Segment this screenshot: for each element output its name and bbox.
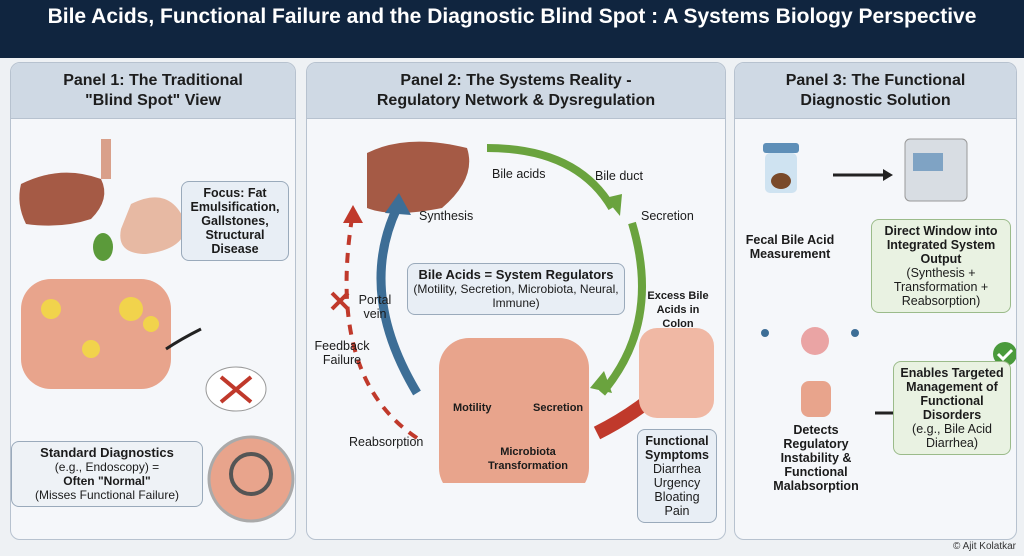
symptom-item: Urgency (653, 476, 701, 490)
regulators-list: (Motility, Secretion, Microbiota, Neural… (413, 282, 619, 310)
magnifier-icon (207, 435, 295, 523)
label-reabsorption: Reabsorption (349, 435, 424, 449)
diagnostics-result: Often "Normal" (63, 474, 151, 488)
intestine-icon (21, 279, 171, 389)
diagnostics-box: Standard Diagnostics (e.g., Endoscopy) =… (11, 441, 203, 507)
credit: © Ajit Kolatkar (953, 541, 1016, 552)
label-feedback-failure: Feedback Failure (314, 339, 370, 367)
stomach-icon (120, 197, 186, 254)
window-box: Direct Window into Integrated System Out… (871, 219, 1011, 313)
x-mark-icon (219, 375, 253, 404)
digestive-system-illustration (19, 139, 295, 523)
symptom-item: Bloating (654, 490, 700, 504)
label-motility: Motility (453, 402, 492, 414)
gallbladder-icon (93, 233, 113, 261)
focus-text: Focus: Fat Emulsification, Gallstones, S… (190, 186, 280, 256)
diagnostics-note: (Misses Functional Failure) (34, 488, 180, 502)
panel-1: Panel 1: The Traditional "Blind Spot" Vi… (10, 62, 296, 540)
liver-icon (19, 172, 105, 226)
symptom-item: Pain (664, 504, 690, 518)
panel-1-heading: Panel 1: The Traditional "Blind Spot" Vi… (11, 63, 295, 119)
portal-vein-arrow (376, 206, 421, 396)
brain-icon (801, 327, 829, 355)
colon-icon (639, 328, 714, 418)
diagnostics-title: Standard Diagnostics (40, 445, 174, 460)
network-icon (761, 329, 769, 337)
page-title: Bile Acids, Functional Failure and the D… (0, 0, 1024, 58)
label-detects: Detects Regulatory Instability & Functio… (773, 423, 859, 493)
x-mark-icon (330, 291, 350, 311)
label-fecal-measurement: Fecal Bile Acid Measurement (745, 233, 835, 261)
arrow-icon (165, 327, 202, 351)
enables-note: (e.g., Bile Acid Diarrhea) (912, 422, 992, 450)
intestine-icon (439, 338, 589, 483)
enables-title: Enables Targeted Management of Functiona… (900, 366, 1004, 422)
label-bile-acids: Bile acids (492, 167, 546, 181)
panel-3: Panel 3: The Functional Diagnostic Solut… (734, 62, 1017, 540)
feedback-failure-arrow (344, 217, 419, 440)
gut-icon (801, 381, 831, 417)
window-title: Direct Window into Integrated System Out… (884, 224, 998, 266)
label-gut-secretion: Secretion (533, 402, 584, 414)
label-excess-bile-acids: Excess Bile Acids in Colon (647, 290, 709, 330)
bile-duct-arrow (486, 144, 616, 211)
diagnostics-line: (e.g., Endoscopy) = (54, 460, 160, 474)
regulators-title: Bile Acids = System Regulators (418, 267, 614, 282)
label-synthesis: Synthesis (419, 209, 474, 223)
regulators-box: Bile Acids = System Regulators (Motility… (407, 263, 625, 315)
window-note: (Synthesis + Transformation + Reabsorpti… (893, 266, 989, 308)
bile-acid-cycle-diagram (330, 141, 714, 483)
label-bile-duct: Bile duct (595, 169, 643, 183)
label-portal-vein: Portal vein (358, 293, 392, 321)
focus-box: Focus: Fat Emulsification, Gallstones, S… (181, 181, 289, 261)
symptoms-box: Functional Symptoms Diarrhea Urgency Blo… (637, 429, 717, 523)
sample-jar-icon (763, 143, 799, 153)
panel-3-heading: Panel 3: The Functional Diagnostic Solut… (735, 63, 1016, 119)
diagnostic-illustrations (761, 138, 1016, 419)
enables-box: Enables Targeted Management of Functiona… (893, 361, 1011, 455)
label-secretion: Secretion (641, 209, 694, 223)
panel-2-heading: Panel 2: The Systems Reality - Regulator… (307, 63, 725, 119)
symptoms-title: Functional Symptoms (645, 434, 709, 462)
label-microbiota: Microbiota Transformation (487, 446, 569, 472)
symptom-item: Diarrhea (653, 462, 701, 476)
checkmark-icon (993, 342, 1016, 366)
secretion-arrow (598, 221, 646, 396)
liver-icon (367, 141, 470, 213)
panel-2: Panel 2: The Systems Reality - Regulator… (306, 62, 726, 540)
